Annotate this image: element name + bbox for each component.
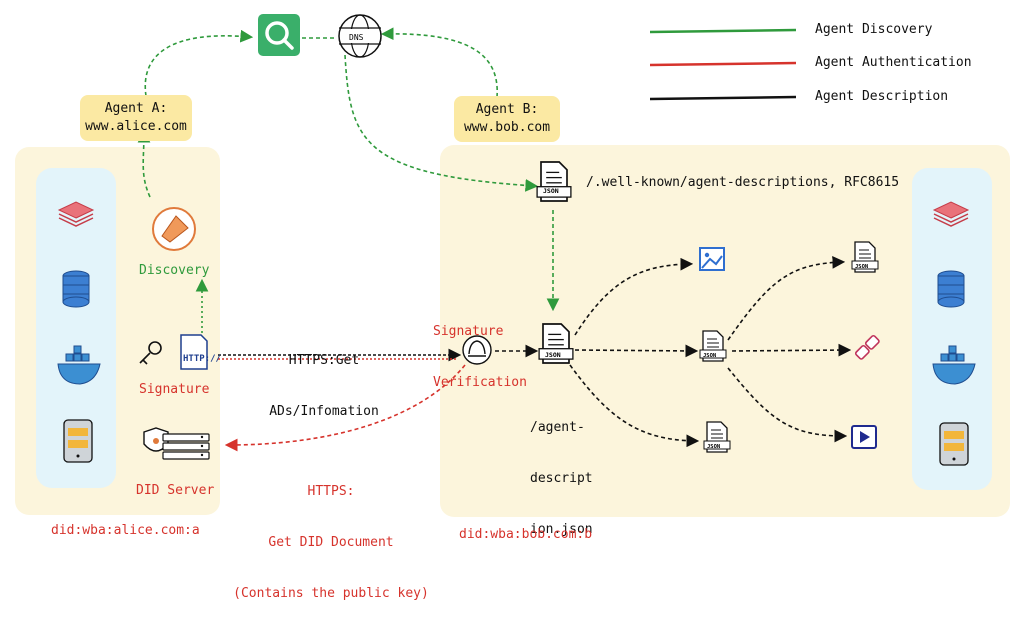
agent-a-name: Agent A: (104, 101, 168, 116)
discovery-arrow-b-to-dns (380, 27, 498, 98)
plug-icon (854, 334, 880, 360)
signature-verification-label: Signature Verification (433, 289, 527, 425)
json-tag: JSON (545, 351, 561, 359)
docker-icon (932, 345, 976, 385)
search-icon (258, 14, 300, 56)
json-mid-to-video-arrow (727, 367, 848, 443)
key-icon (139, 341, 162, 365)
https-did-label: HTTPS: Get DID Document (Contains the pu… (226, 449, 436, 636)
agent-b-domain: www.bob.com (463, 120, 551, 135)
dns-to-well-known-arrow (344, 54, 539, 192)
json-mid-to-plug-arrow (731, 343, 852, 357)
well-known-path-label: /.well-known/agent-descriptions, RFC8615 (586, 175, 900, 190)
discovery-to-agent-a-arrow (137, 129, 151, 198)
agent-description-line3: ion.json (530, 522, 593, 537)
http-label: HTTP:// (183, 354, 221, 364)
discovery-label: Discovery (139, 263, 210, 278)
signature-verification-line1: Signature (433, 324, 504, 339)
agent-a-badge: Agent A: www.alice.com (80, 95, 192, 141)
layers-icon (932, 201, 970, 227)
agent-desc-to-json-mid-arrow (574, 344, 699, 358)
agent-description-file-label: /agent- descript ion.json (530, 385, 593, 572)
json-file-icon (536, 161, 572, 202)
did-server-label: DID Server (136, 483, 215, 498)
video-icon (851, 425, 877, 449)
json-mid-to-json-top-arrow (727, 255, 846, 341)
json-tag: JSON (543, 187, 559, 195)
signature-label: Signature (139, 382, 210, 397)
agent-b-name: Agent B: (475, 102, 539, 117)
agent-description-line1: /agent- (530, 420, 585, 435)
legend-line-discovery (649, 28, 797, 34)
database-icon (937, 270, 965, 308)
image-icon (699, 247, 725, 271)
json-tag: JSON (707, 444, 720, 450)
json-tag: JSON (703, 353, 716, 359)
discovery-arrow-a-to-search (144, 29, 254, 97)
database-icon (62, 270, 90, 308)
dns-globe-icon (338, 14, 382, 58)
agent-a-did: did:wba:alice.com:a (51, 523, 200, 538)
agent-desc-to-json-low-arrow (569, 364, 700, 448)
docker-icon (57, 345, 101, 385)
agent-desc-to-image-arrow (574, 257, 694, 336)
agent-b-did: did:wba:bob.com:b (459, 527, 593, 542)
legend-label-description: Agent Description (815, 89, 949, 104)
https-get-line2: ADs/Infomation (269, 404, 379, 419)
signature-verification-line2: Verification (433, 375, 527, 390)
https-get-label: HTTPS:Get ADs/Infomation (254, 318, 394, 454)
json-tag: JSON (855, 264, 868, 270)
https-did-line3: (Contains the public key) (233, 586, 429, 601)
agent-b-badge: Agent B: www.bob.com (454, 96, 560, 142)
dns-label: DNS (349, 33, 364, 42)
agent-a-domain: www.alice.com (85, 119, 187, 134)
get-did-document-arrow (224, 364, 466, 452)
http-document-icon (180, 334, 208, 370)
legend-label-authentication: Agent Authentication (815, 55, 972, 70)
tablet-icon (939, 422, 969, 466)
agent-description-line2: descript (530, 471, 593, 486)
layers-icon (57, 201, 95, 227)
server-icon (162, 433, 210, 460)
https-get-line1: HTTPS:Get (288, 353, 360, 368)
tablet-icon (63, 419, 93, 463)
legend-line-description (649, 95, 797, 101)
discovery-compass-icon (152, 207, 196, 251)
https-did-line1: HTTPS: (307, 484, 355, 499)
legend-line-authentication (649, 61, 797, 67)
legend-label-discovery: Agent Discovery (815, 22, 933, 37)
fingerprint-icon (462, 335, 492, 365)
https-did-line2: Get DID Document (268, 535, 394, 550)
